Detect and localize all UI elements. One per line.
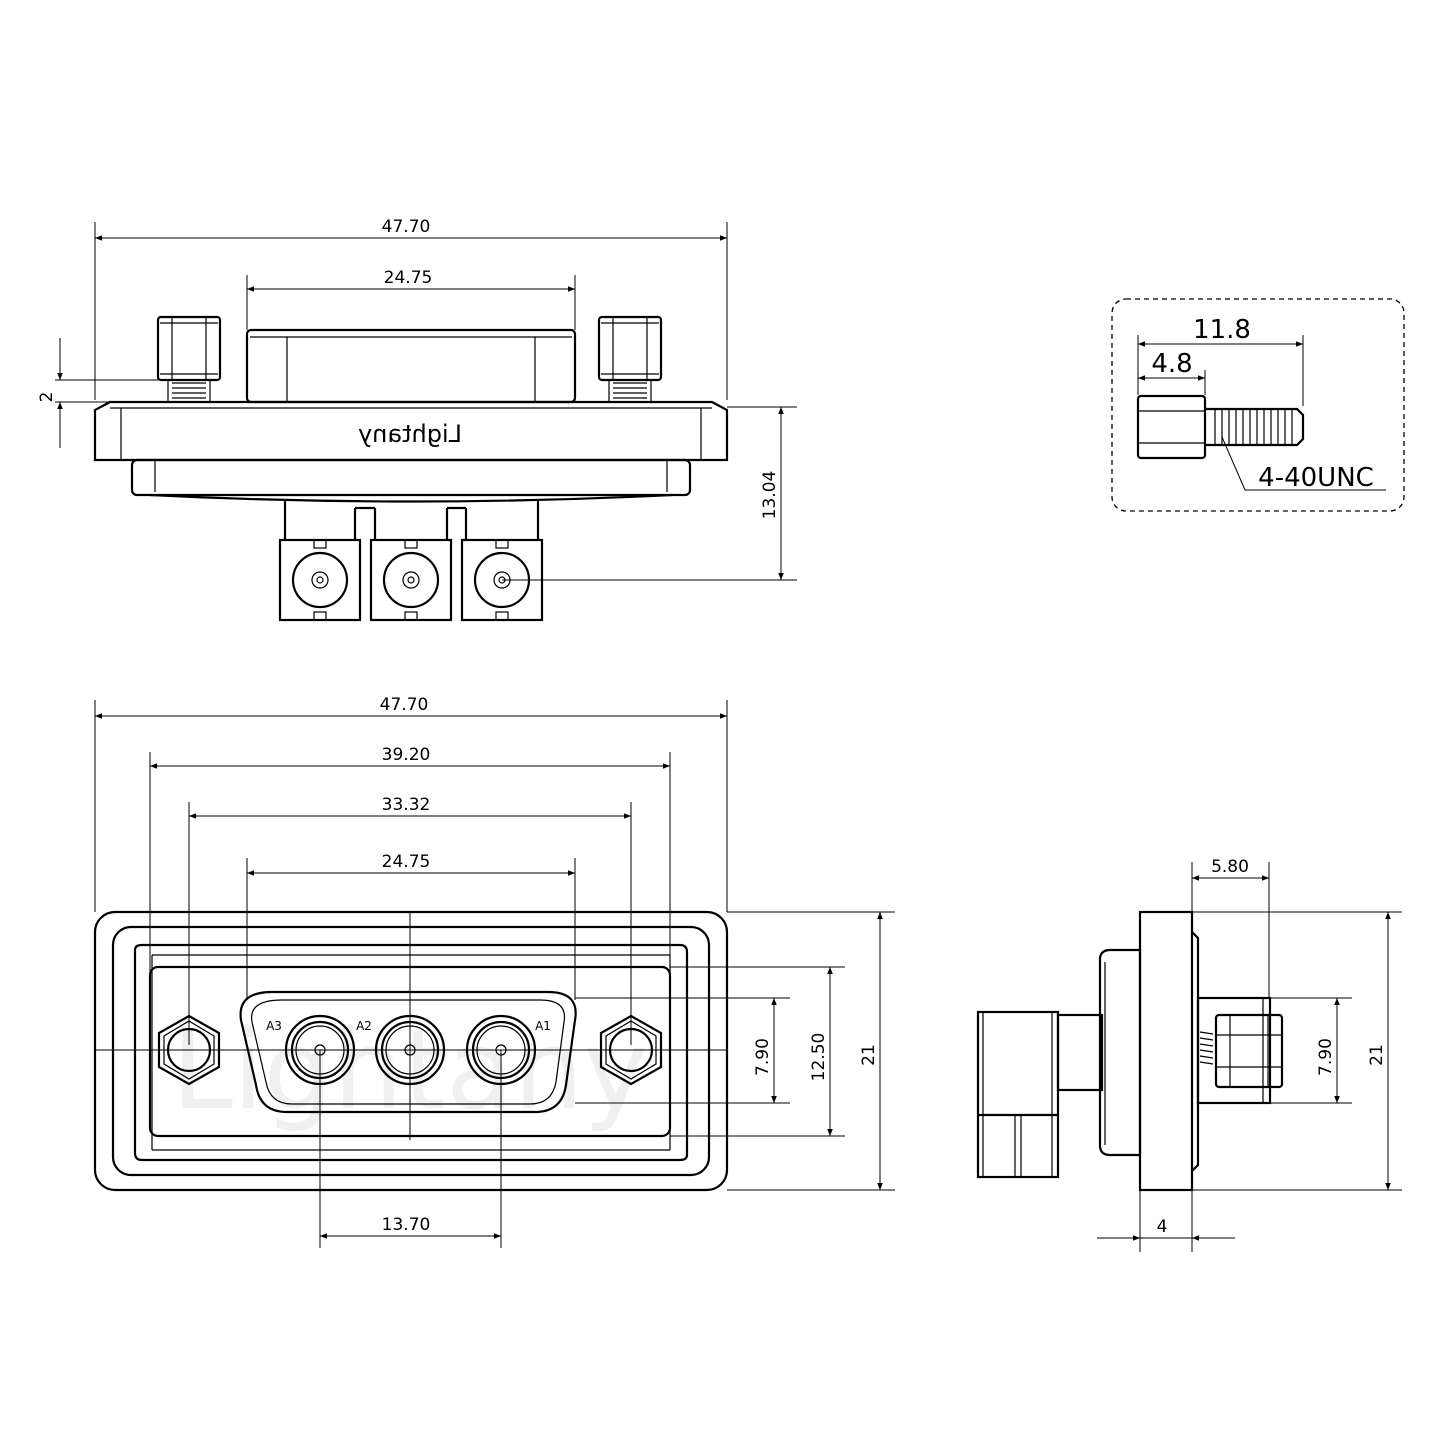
dim-label: 21 [859, 1044, 879, 1066]
dim-side-flange: 4 [1097, 1217, 1235, 1241]
connector-body [130, 458, 692, 497]
dim-front-overall-height: 21 [859, 912, 883, 1190]
dim-screw-length: 11.8 [1138, 315, 1303, 347]
dim-top-height: 13.04 [502, 406, 797, 581]
dim-side-screw-height: 7.90 [1316, 998, 1340, 1103]
detail-frame [1111, 298, 1405, 512]
top-view: 47.70 24.75 [37, 217, 797, 622]
side-screw-head [1214, 1013, 1284, 1089]
dim-label: 13.70 [382, 1215, 431, 1235]
thread-label: 4-40UNC [1258, 463, 1374, 493]
pcb-bracket [976, 1010, 1060, 1179]
screw-detail: 11.8 4.8 4-40UNC [1111, 298, 1405, 512]
front-body [148, 965, 672, 1138]
dim-top-overall-width: 47.70 [95, 217, 727, 241]
dim-label: 11.8 [1193, 315, 1251, 345]
dim-label: 5.80 [1211, 857, 1249, 877]
dim-label: 21 [1367, 1044, 1387, 1066]
dim-top-shell-width: 24.75 [247, 268, 575, 292]
dim-front-inner-width: 33.32 [189, 795, 631, 819]
brand-text: Lightany [358, 420, 462, 448]
side-flange [1138, 910, 1194, 1192]
coax-block-left [278, 538, 362, 622]
jack-screw-left [156, 315, 222, 403]
pin-label-a2: A2 [356, 1019, 372, 1033]
dim-label: 24.75 [382, 852, 431, 872]
dim-screw-head: 4.8 [1138, 349, 1205, 381]
dim-front-inner-height: 12.50 [809, 967, 833, 1136]
dim-label: 4.8 [1151, 349, 1192, 379]
dim-side-overall-height: 21 [1367, 912, 1391, 1190]
dim-label: 39.20 [382, 745, 431, 765]
dim-front-overall-width: 47.70 [95, 695, 727, 719]
side-view: 5.80 7.90 21 4 [976, 857, 1402, 1252]
front-flange [93, 910, 729, 1192]
dim-side-screw-offset: 5.80 [1192, 857, 1269, 881]
d-shell [239, 990, 577, 1114]
dim-label: 33.32 [382, 795, 431, 815]
dim-label: 7.90 [753, 1038, 773, 1076]
dim-front-shell-width: 24.75 [247, 852, 575, 876]
dim-label: 12.50 [809, 1033, 829, 1082]
dim-label: 47.70 [382, 217, 431, 237]
dim-front-hole-pitch: 39.20 [150, 745, 670, 769]
coax-block-center [369, 538, 453, 622]
connector-shell [245, 328, 577, 404]
dim-label: 24.75 [384, 268, 433, 288]
dim-label: 4 [1157, 1217, 1168, 1237]
jack-screw-right [597, 315, 663, 403]
dim-front-shell-height: 7.90 [753, 998, 777, 1103]
screw-thread [1205, 407, 1305, 447]
side-body [1098, 948, 1142, 1157]
dim-label: 13.04 [760, 471, 780, 520]
pin-label-a1: A1 [535, 1019, 551, 1033]
dim-flange-thickness: 2 [37, 338, 180, 448]
front-view: 47.70 39.20 33.32 24.75 Lightany [93, 695, 895, 1248]
side-jack-post [1196, 996, 1272, 1105]
pin-label-a3: A3 [266, 1019, 282, 1033]
dim-front-pin-pitch: 13.70 [320, 1215, 501, 1239]
dim-label: 2 [37, 392, 57, 403]
dim-label: 47.70 [380, 695, 429, 715]
screw-head [1136, 394, 1207, 460]
dim-label: 7.90 [1316, 1038, 1336, 1076]
